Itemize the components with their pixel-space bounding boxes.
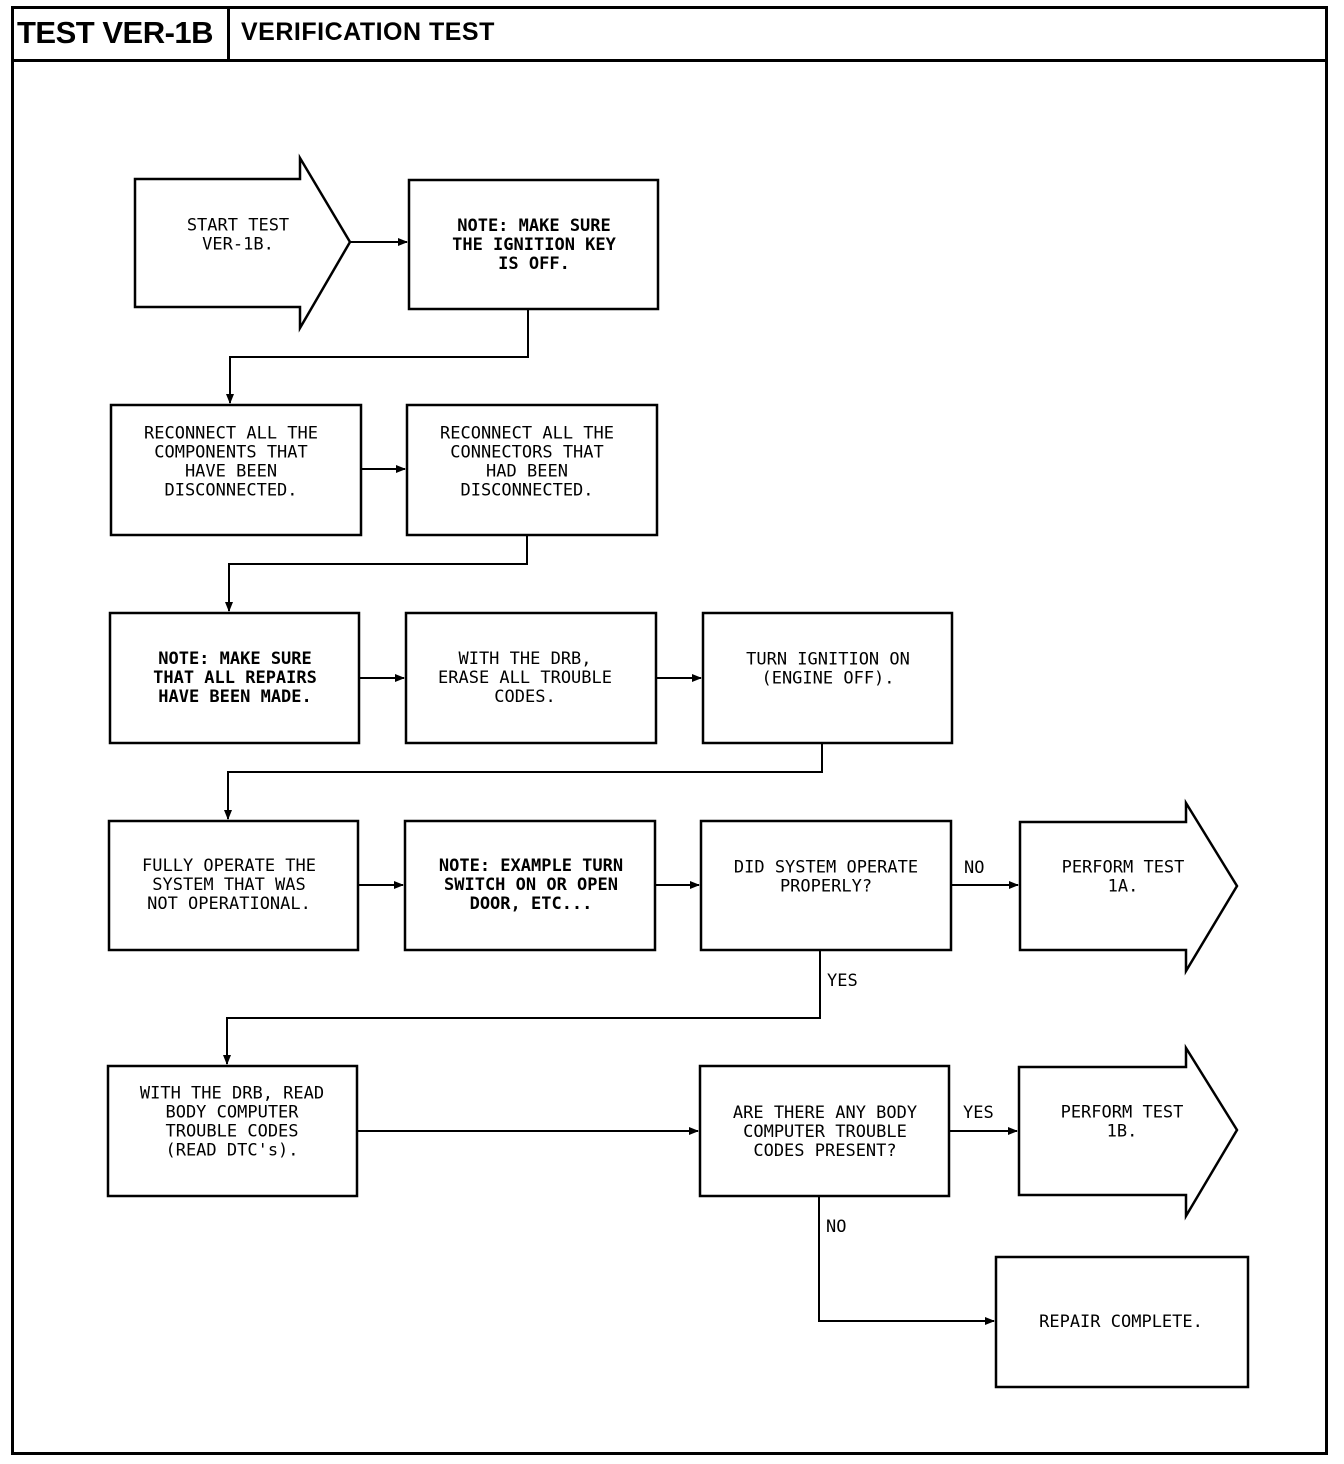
node-text-line: HAD BEEN [486, 462, 568, 482]
node-text-line: COMPUTER TROUBLE [743, 1122, 907, 1142]
node-text-line: DISCONNECTED. [164, 481, 297, 501]
node-text-line: 1A. [1108, 877, 1139, 897]
node-text-line: NOTE: MAKE SURE [158, 649, 312, 669]
node-text-line: HAVE BEEN [185, 462, 277, 482]
connector-ignition-operate [224, 743, 823, 820]
note-example-box [403, 819, 657, 952]
node-text-line: VER-1B. [202, 235, 274, 255]
node-text-line: DID SYSTEM OPERATE [734, 858, 918, 878]
page-title: VERIFICATION TEST [241, 18, 495, 46]
node-text-line: CONNECTORS THAT [450, 443, 604, 463]
node-text-line: TURN IGNITION ON [746, 650, 910, 670]
node-text-line: (ENGINE OFF). [761, 669, 894, 689]
note-repairs-box [108, 611, 361, 745]
node-text-line: 1B. [1107, 1122, 1138, 1142]
node-text-line: SWITCH ON OR OPEN [444, 875, 618, 895]
q-codes-yes-label: YES [963, 1103, 994, 1123]
node-text-line: IS OFF. [498, 254, 570, 274]
operate-system-box [107, 819, 360, 952]
node-text-line: DOOR, ETC... [470, 894, 593, 914]
node-text-line: CODES. [494, 687, 555, 707]
start-arrow-shape [133, 153, 352, 333]
connector-connectors-repairs [225, 535, 528, 612]
connector-codes-no [818, 1196, 995, 1325]
node-text-line: ERASE ALL TROUBLE [438, 668, 612, 688]
ignition-on-box [701, 611, 954, 745]
header-bar: TEST VER-1B VERIFICATION TEST [11, 6, 1328, 62]
reconnect-components-box [109, 403, 363, 537]
node-text-line: THAT ALL REPAIRS [153, 668, 317, 688]
node-text-line: NOTE: MAKE SURE [457, 216, 611, 236]
node-text-line: PERFORM TEST [1061, 1103, 1184, 1123]
node-text-line: FULLY OPERATE THE [142, 856, 316, 876]
node-text-line: WITH THE DRB, READ [140, 1084, 324, 1104]
node-text-line: TROUBLE CODES [165, 1122, 298, 1142]
q-codes-no-label: NO [826, 1217, 846, 1237]
repair-complete-box [994, 1255, 1250, 1389]
perform-1a-arrow-shape [1018, 798, 1239, 976]
q-operate-yes-label: YES [827, 971, 858, 991]
node-text-line: COMPONENTS THAT [154, 443, 308, 463]
node-text-line: THE IGNITION KEY [452, 235, 617, 255]
node-text-line: START TEST [187, 216, 289, 236]
node-text-line: HAVE BEEN MADE. [158, 687, 312, 707]
node-text-line: PERFORM TEST [1062, 858, 1185, 878]
erase-codes-box [404, 611, 658, 745]
node-text-line: RECONNECT ALL THE [144, 424, 318, 444]
connector-question-yes [223, 950, 821, 1065]
test-id-label: TEST VER-1B [11, 6, 230, 59]
repair-complete-text: REPAIR COMPLETE. [1039, 1312, 1203, 1332]
connector-note-reconnect [226, 309, 529, 404]
read-codes-box [106, 1064, 359, 1198]
node-text-line: SYSTEM THAT WAS [152, 875, 306, 895]
q-operate-box [699, 819, 953, 952]
node-text-line: ARE THERE ANY BODY [733, 1103, 917, 1123]
note-ignition-off-box [407, 178, 660, 311]
node-text-line: PROPERLY? [780, 877, 872, 897]
node-text-line: BODY COMPUTER [165, 1103, 299, 1123]
node-text-line: REPAIR COMPLETE. [1039, 1312, 1203, 1332]
node-text-line: NOT OPERATIONAL. [147, 894, 311, 914]
node-text-line: DISCONNECTED. [460, 481, 593, 501]
perform-1b-arrow-shape [1017, 1043, 1239, 1221]
reconnect-connectors-box [405, 403, 659, 537]
ignition-on-text: TURN IGNITION ON(ENGINE OFF). [746, 650, 910, 689]
page-frame [11, 6, 1328, 1455]
node-text-line: NOTE: EXAMPLE TURN [439, 856, 623, 876]
node-text-line: (READ DTC's). [165, 1141, 298, 1161]
node-text-line: RECONNECT ALL THE [440, 424, 614, 444]
node-text-line: CODES PRESENT? [753, 1141, 896, 1161]
node-text-line: WITH THE DRB, [458, 649, 591, 669]
q-operate-no-label: NO [964, 858, 984, 878]
